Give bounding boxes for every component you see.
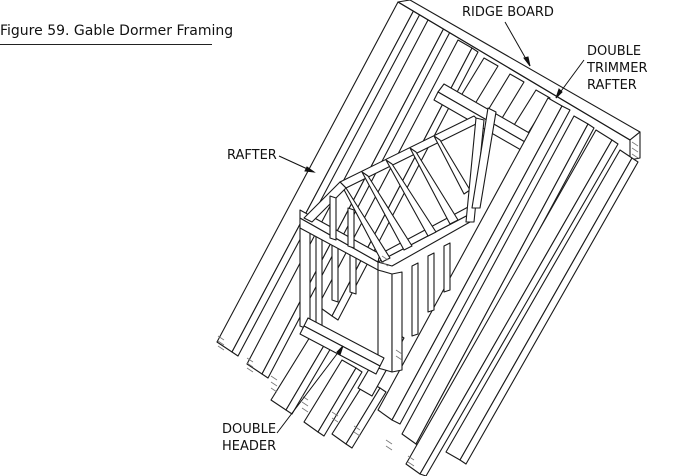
right-rafters [357, 97, 639, 476]
label-line: DOUBLE [222, 422, 277, 437]
roof-framing [216, 0, 641, 476]
label-double-header: DOUBLE HEADER [222, 421, 276, 455]
label-line: HEADER [222, 439, 277, 454]
wall-stud [443, 242, 451, 293]
dormer-rafter [433, 135, 471, 195]
wall-stud [411, 262, 419, 337]
rafter-arrowhead [304, 166, 316, 173]
dormer-roof [303, 107, 497, 263]
wall-stud [427, 252, 435, 313]
dormer-walls [299, 205, 471, 373]
rafter [459, 157, 639, 465]
rafter-stub [317, 367, 363, 437]
gable-stud [347, 207, 355, 249]
ridge-board-arrowhead [523, 56, 531, 67]
ridge-board-edge [397, 1, 631, 141]
dormer-rafter [409, 147, 459, 225]
rafter [419, 139, 619, 476]
end-grain-hatching [217, 141, 639, 467]
label-line: TRIMMER [587, 61, 648, 76]
dormer-valley [465, 117, 485, 223]
dormer-rafter [361, 171, 413, 251]
dormer-valley-2 [471, 107, 497, 209]
wall-stud [315, 235, 323, 327]
double-trimmer-rafter-arrowhead [555, 88, 563, 99]
ridge-board-face [629, 131, 641, 161]
label-line: DOUBLE [587, 44, 642, 59]
corner-post-left [299, 227, 311, 331]
corner-post-front-2 [391, 271, 403, 373]
gable-rafter [303, 181, 347, 223]
label-line: RAFTER [587, 78, 637, 93]
dormer-rafter [385, 159, 437, 237]
label-ridge-board: RIDGE BOARD [462, 5, 554, 20]
wall-stud [349, 251, 357, 295]
double-header-leader [276, 345, 344, 434]
gable-stud [329, 195, 337, 241]
wall-stud [331, 243, 339, 303]
figure-caption: Figure 59. Gable Dormer Framing [0, 23, 234, 39]
caption-underline [0, 44, 212, 45]
double-trimmer-rafter [391, 105, 571, 425]
label-double-trimmer-rafter: DOUBLE TRIMMER RAFTER [587, 43, 648, 94]
leader-lines [276, 21, 585, 434]
double-header-arrowhead [336, 345, 344, 356]
label-rafter: RAFTER [227, 148, 277, 163]
